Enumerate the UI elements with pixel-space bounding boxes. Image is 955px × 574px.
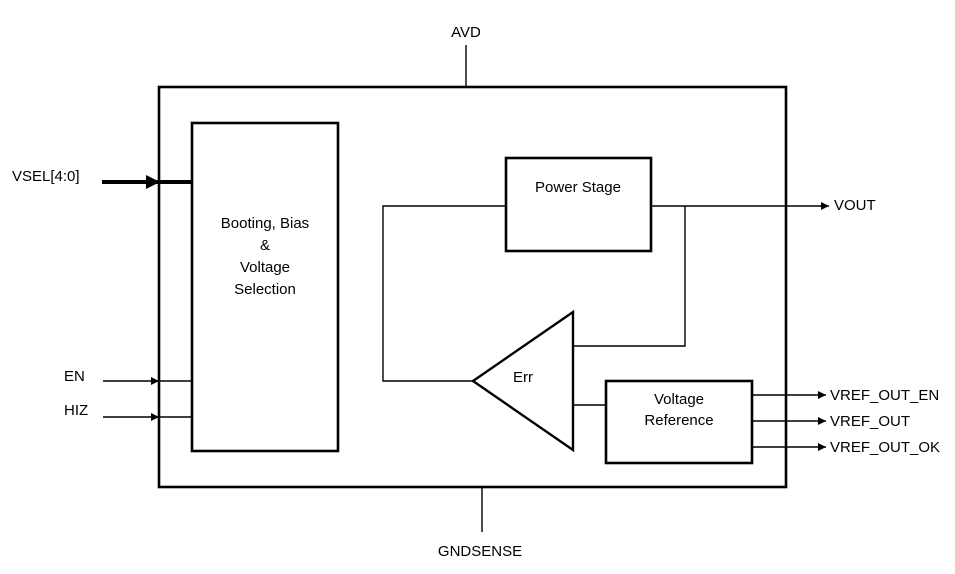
voltage-reference-block (604, 379, 754, 465)
gndsense-label: GNDSENSE (438, 543, 522, 560)
booting-label-line1: Booting, Bias (221, 215, 309, 232)
chip-outline (157, 85, 788, 489)
booting-label-line3: Voltage (240, 259, 290, 276)
booting-label-line4: Selection (234, 281, 296, 298)
vref-out-en-label: VREF_OUT_EN (830, 387, 939, 404)
booting-block (190, 121, 340, 453)
voltage-reference-label-line1: Voltage (654, 391, 704, 408)
booting-label-line2: & (260, 237, 270, 254)
err-to-power-stage-wire (382, 205, 506, 382)
voltage-reference-label-line2: Reference (644, 412, 713, 429)
power-stage-block (504, 156, 653, 253)
vref-out-ok-label: VREF_OUT_OK (830, 439, 940, 456)
vref-out-label: VREF_OUT (830, 413, 910, 430)
en-label: EN (64, 368, 85, 385)
hiz-label: HIZ (64, 402, 88, 419)
power-stage-label: Power Stage (535, 179, 621, 196)
avd-label: AVD (451, 24, 481, 41)
error-amplifier (470, 309, 575, 453)
error-amplifier-label: Err (513, 369, 533, 386)
vsel-label: VSEL[4:0] (12, 168, 80, 185)
feedback-wire (573, 206, 686, 347)
vout-label: VOUT (834, 197, 876, 214)
